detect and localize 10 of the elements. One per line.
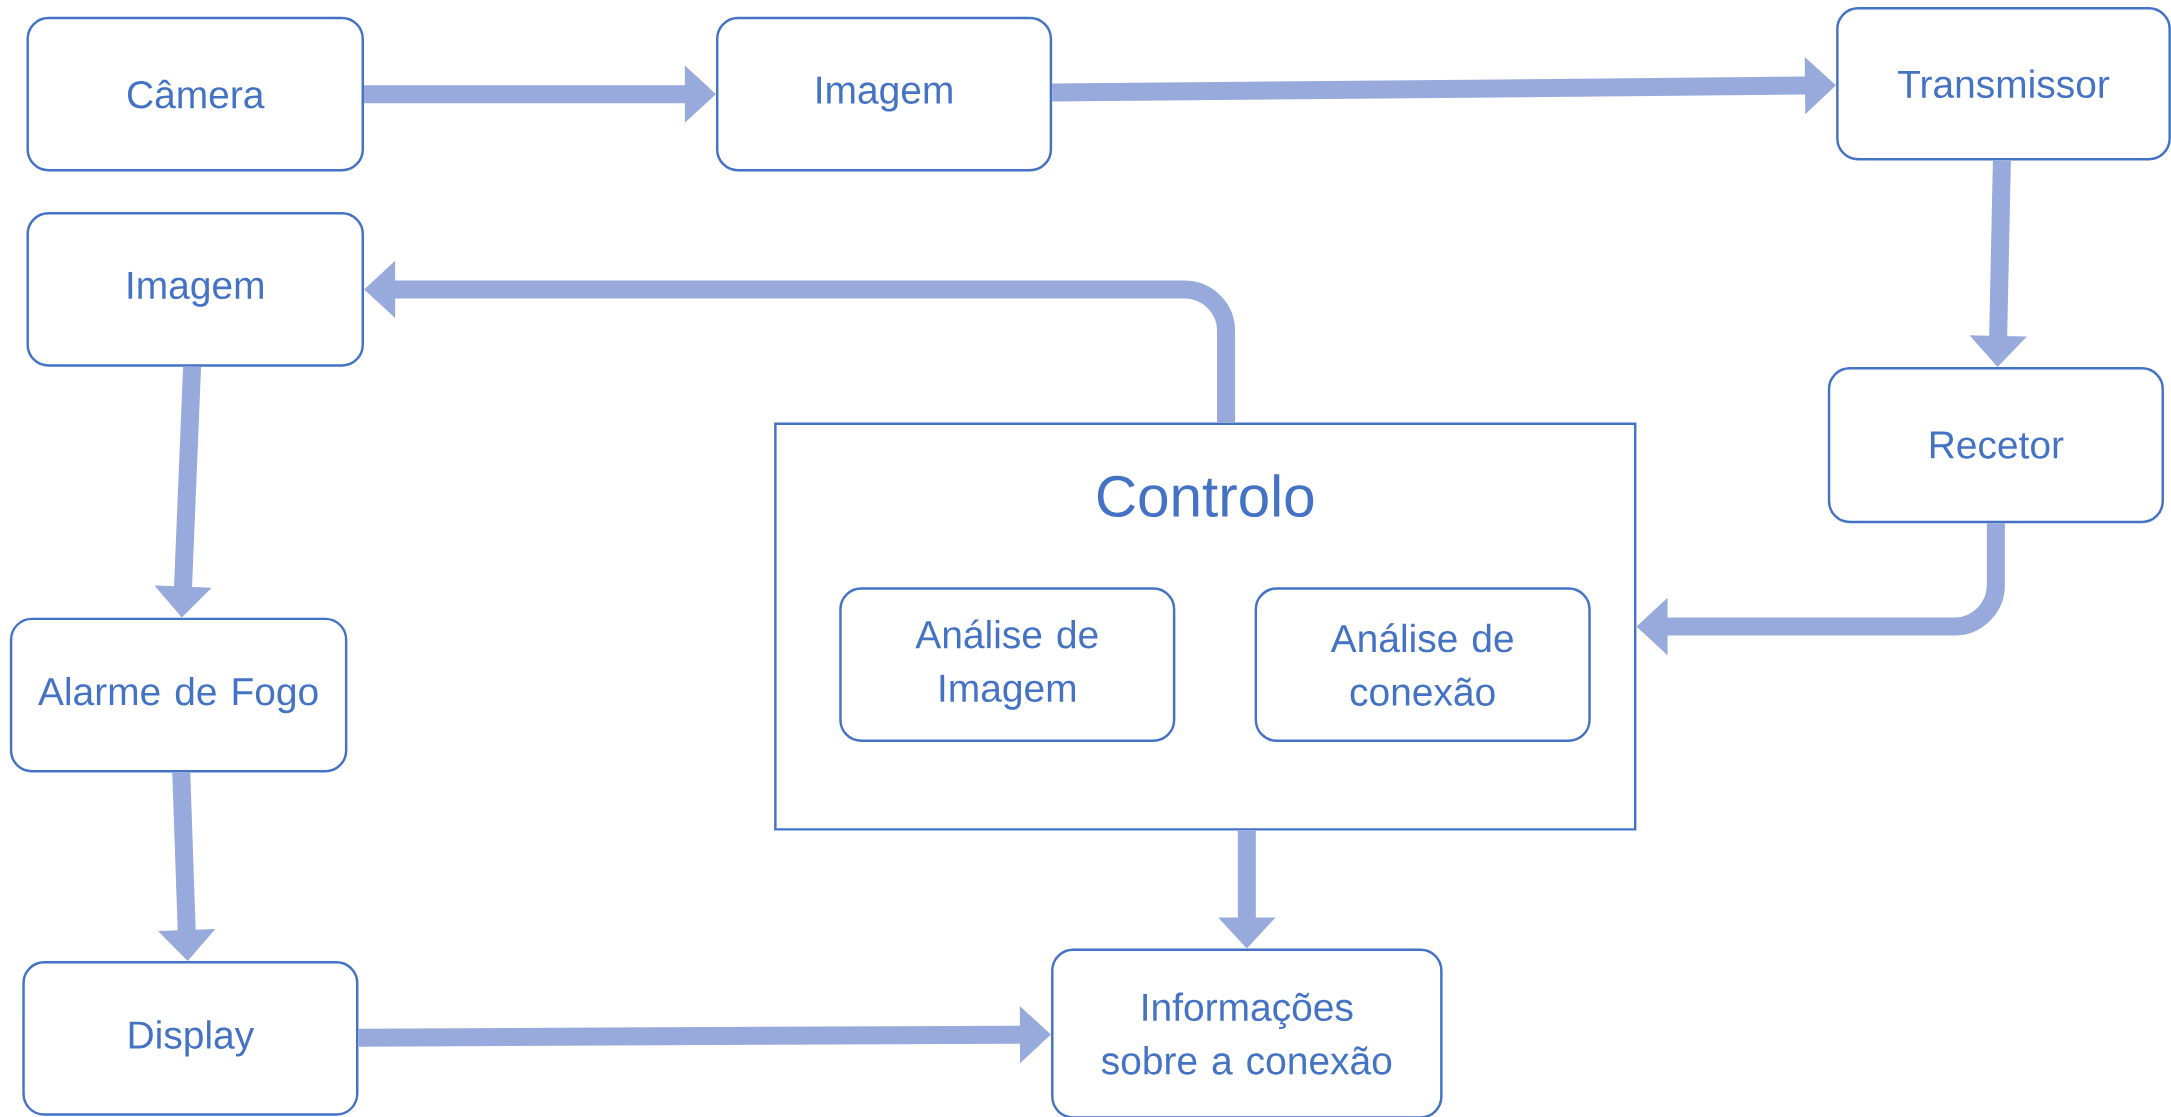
process-box: Recetor — [1827, 366, 2164, 524]
process-box: Análise de conexão — [1254, 587, 1591, 742]
process-box: Análise de Imagem — [839, 587, 1176, 742]
process-box: Alarme de Fogo — [9, 617, 348, 773]
process-box: Câmera — [26, 16, 364, 172]
process-box: Imagem — [26, 211, 364, 367]
process-box: Informações sobre a conexão — [1051, 948, 1443, 1117]
process-box: Imagem — [716, 16, 1053, 172]
process-box: Display — [22, 960, 359, 1116]
process-box: Transmissor — [1836, 6, 2171, 161]
